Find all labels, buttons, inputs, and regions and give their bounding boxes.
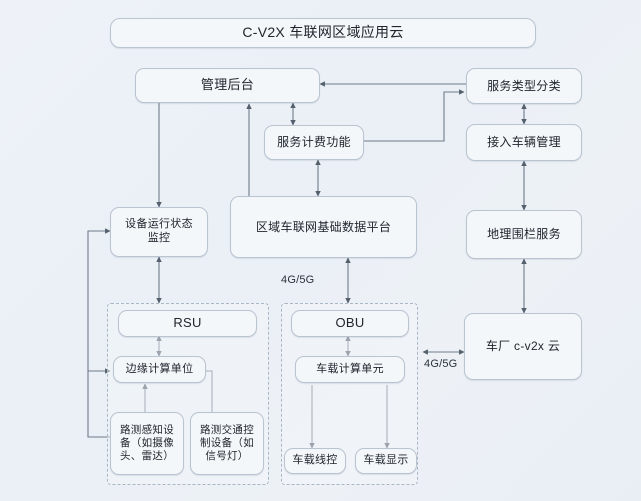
rsu-node[interactable]: RSU xyxy=(118,310,257,337)
cloud-banner[interactable]: C-V2X 车联网区域应用云 xyxy=(110,18,536,48)
edge-label-obu-oem-cloud: 4G/5G xyxy=(424,358,458,370)
edge-compute-unit-node[interactable]: 边缘计算单位 xyxy=(113,356,206,383)
access-vehicle-management-node[interactable]: 接入车辆管理 xyxy=(466,124,582,161)
vehicle-display-node[interactable]: 车载显示 xyxy=(355,448,417,474)
oem-cloud-node[interactable]: 车厂 c-v2x 云 xyxy=(464,313,582,380)
service-billing-node[interactable]: 服务计费功能 xyxy=(264,125,364,160)
obu-node[interactable]: OBU xyxy=(291,310,409,337)
service-type-classification-node[interactable]: 服务类型分类 xyxy=(466,68,582,104)
edge-label-platform-obu: 4G/5G xyxy=(281,274,315,286)
regional-data-platform-node[interactable]: 区域车联网基础数据平台 xyxy=(230,196,417,258)
roadside-sensing-node[interactable]: 路测感知设备（如摄像头、雷达） xyxy=(110,412,184,475)
vehicle-drive-by-wire-node[interactable]: 车载线控 xyxy=(284,448,346,474)
geofence-service-node[interactable]: 地理围栏服务 xyxy=(466,210,582,259)
device-status-monitoring-line1: 设备运行状态 xyxy=(125,218,193,231)
management-backend-node[interactable]: 管理后台 xyxy=(135,68,320,103)
device-status-monitoring-line2: 监控 xyxy=(147,232,171,244)
device-status-monitoring-node[interactable]: 设备运行状态 监控 xyxy=(110,207,208,257)
roadside-traffic-control-node[interactable]: 路测交通控制设备（如信号灯） xyxy=(190,412,264,475)
vehicle-compute-unit-node[interactable]: 车载计算单元 xyxy=(295,356,405,383)
